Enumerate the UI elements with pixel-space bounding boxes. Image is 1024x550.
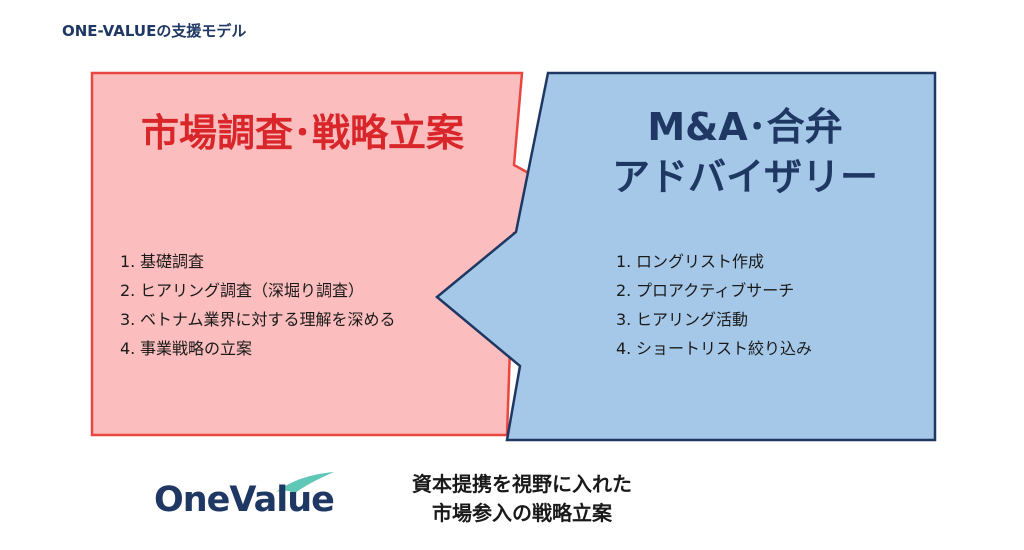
onevalue-logo: OneValue [154, 470, 344, 530]
step-label: プロアクティブサーチ [636, 281, 795, 300]
step-number: 4. [616, 339, 632, 358]
ma-advisory-title: M&A･合弁 アドバイザリー [560, 102, 930, 202]
logo-text: OneValue [154, 480, 335, 520]
footer-line2: 市場参入の戦略立案 [432, 501, 612, 525]
list-item: 3.ベトナム業界に対する理解を深める [120, 309, 430, 331]
step-number: 4. [120, 339, 136, 358]
step-number: 3. [616, 310, 632, 329]
step-label: 基礎調査 [140, 252, 205, 271]
market-research-title: 市場調査･戦略立案 [140, 111, 464, 155]
step-label: ショートリスト絞り込み [636, 339, 813, 358]
ma-advisory-steps: 1.ロングリスト作成 2.プロアクティブサーチ 3.ヒアリング活動 4.ショート… [616, 251, 896, 367]
footer-line1: 資本提携を視野に入れた [412, 472, 632, 496]
logo-swoosh-icon [276, 472, 334, 494]
ma-advisory-title-line2: アドバイザリー [611, 155, 878, 199]
list-item: 1.基礎調査 [120, 251, 430, 273]
step-number: 1. [616, 252, 632, 271]
list-item: 4.ショートリスト絞り込み [616, 338, 896, 360]
step-number: 1. [120, 252, 136, 271]
list-item: 3.ヒアリング活動 [616, 309, 896, 331]
step-label: ヒアリング活動 [636, 310, 749, 329]
list-item: 2.プロアクティブサーチ [616, 280, 896, 302]
step-label: ベトナム業界に対する理解を深める [140, 310, 396, 329]
footer-caption: 資本提携を視野に入れた 市場参入の戦略立案 [362, 470, 682, 528]
step-label: 事業戦略の立案 [140, 339, 253, 358]
list-item: 2.ヒアリング調査（深堀り調査） [120, 280, 430, 302]
list-item: 4.事業戦略の立案 [120, 338, 430, 360]
page-title: ONE-VALUEの支援モデル [62, 22, 247, 40]
market-research-steps: 1.基礎調査 2.ヒアリング調査（深堀り調査） 3.ベトナム業界に対する理解を深… [120, 251, 430, 367]
ma-advisory-title-line1: M&A･合弁 [647, 105, 843, 149]
step-number: 2. [616, 281, 632, 300]
ma-advisory-arrow-shape [435, 71, 937, 442]
step-label: ロングリスト作成 [636, 252, 765, 271]
list-item: 1.ロングリスト作成 [616, 251, 896, 273]
step-number: 2. [120, 281, 136, 300]
step-number: 3. [120, 310, 136, 329]
step-label: ヒアリング調査（深堀り調査） [140, 281, 365, 300]
